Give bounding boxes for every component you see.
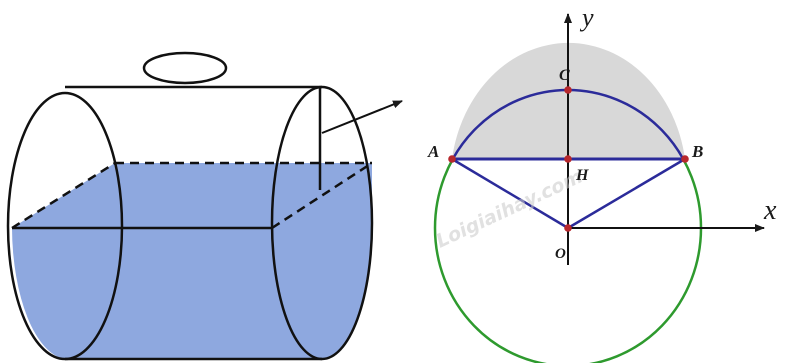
segment-OA — [451, 157, 569, 230]
x-axis-label: x — [763, 195, 777, 226]
tank-illustration — [6, 51, 403, 361]
point-H — [564, 155, 572, 163]
watermark-text: Loigiaihay.com — [433, 165, 586, 252]
y-axis-label: y — [579, 3, 594, 32]
water-surface-left-diag — [11, 161, 116, 230]
point-O — [564, 224, 572, 232]
point-A — [448, 155, 456, 163]
point-B — [681, 155, 689, 163]
segment-OB — [567, 157, 686, 230]
label-O: O — [555, 246, 566, 262]
label-C: C — [559, 67, 570, 84]
tank-water-body — [12, 163, 372, 359]
label-H: H — [575, 167, 589, 184]
tank-hatch — [142, 51, 228, 85]
point-C — [564, 86, 572, 94]
pointer-arrow — [321, 100, 403, 134]
tank-water-end-face — [272, 163, 372, 359]
coordinate-diagram: Loigiaihay.com A B C H O y x — [427, 3, 777, 363]
label-A: A — [427, 142, 439, 161]
label-B: B — [691, 142, 703, 161]
water-surface-right-diag — [271, 161, 373, 230]
